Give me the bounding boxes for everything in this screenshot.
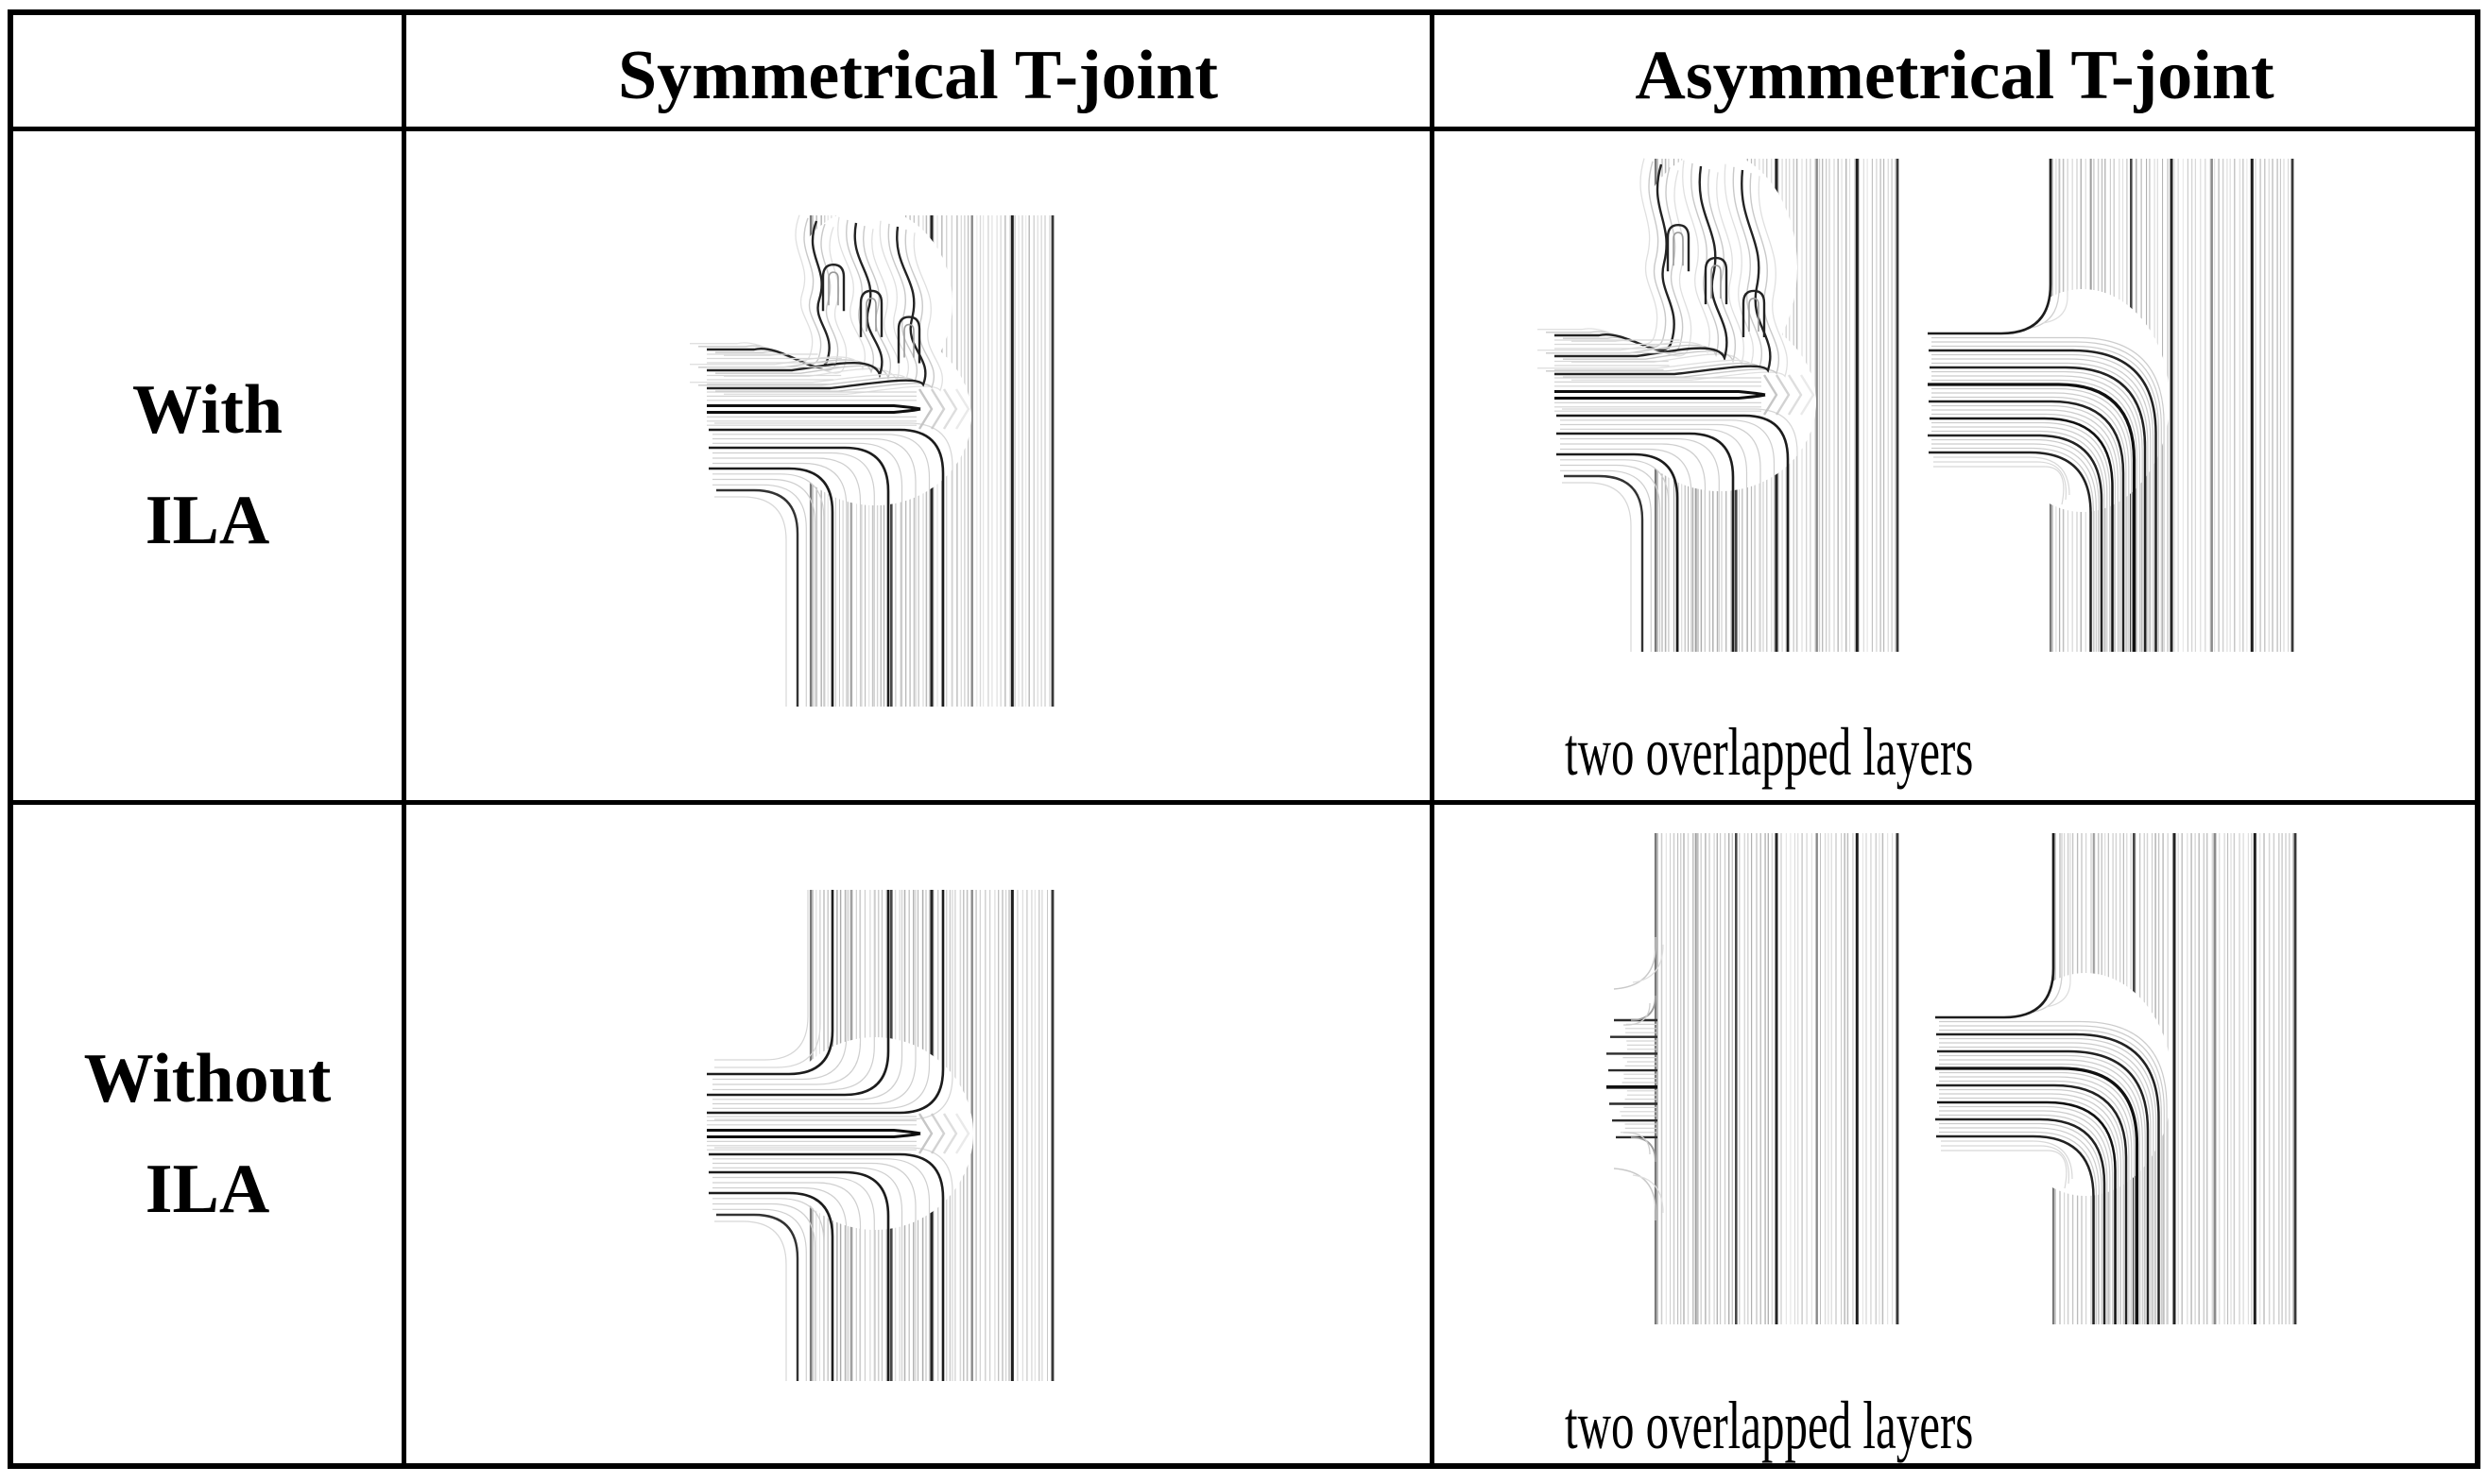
cell-sym-without-ila	[406, 805, 1434, 1463]
svg-asym-without-ila	[1606, 833, 2297, 1324]
row-label-without-ila-line1: Without	[83, 1039, 332, 1117]
svg-sym-without-ila	[707, 890, 1055, 1381]
figure-sym-without-ila	[707, 890, 1055, 1381]
row-label-with-ila: With ILA	[13, 131, 406, 805]
row-label-with-ila-line2: ILA	[145, 482, 270, 559]
figure-sym-with-ila	[690, 208, 1055, 707]
caption-asym-without-ila: two overlapped layers	[1565, 1388, 1974, 1463]
svg-sym-with-ila	[690, 208, 1055, 707]
row-label-with-ila-line1: With	[131, 371, 283, 450]
figure-asym-without-ila-left	[1606, 833, 1899, 1324]
header-asymmetrical-label: Asymmetrical T-joint	[1635, 36, 2274, 114]
svg-asym-with-ila	[1537, 151, 2294, 652]
header-symmetrical-cell: Symmetrical T-joint	[406, 15, 1434, 131]
cell-asym-without-ila: two overlapped layers	[1434, 805, 2475, 1463]
row-label-without-ila: Without ILA	[13, 805, 406, 1463]
figure-asym-with-ila-left	[1537, 151, 1899, 652]
figure-asym-with-ila-right	[1928, 159, 2294, 652]
header-asymmetrical-cell: Asymmetrical T-joint	[1434, 15, 2475, 131]
cell-sym-with-ila	[406, 131, 1434, 805]
caption-asym-with-ila: two overlapped layers	[1565, 714, 1974, 790]
row-label-without-ila-line2: ILA	[145, 1150, 270, 1228]
header-blank-cell	[13, 15, 406, 131]
cell-asym-with-ila: two overlapped layers	[1434, 131, 2475, 805]
header-symmetrical-label: Symmetrical T-joint	[617, 36, 1219, 114]
t-joint-comparison-table: Symmetrical T-joint Asymmetrical T-joint…	[8, 9, 2480, 1469]
figure-asym-without-ila-right	[1935, 833, 2297, 1324]
